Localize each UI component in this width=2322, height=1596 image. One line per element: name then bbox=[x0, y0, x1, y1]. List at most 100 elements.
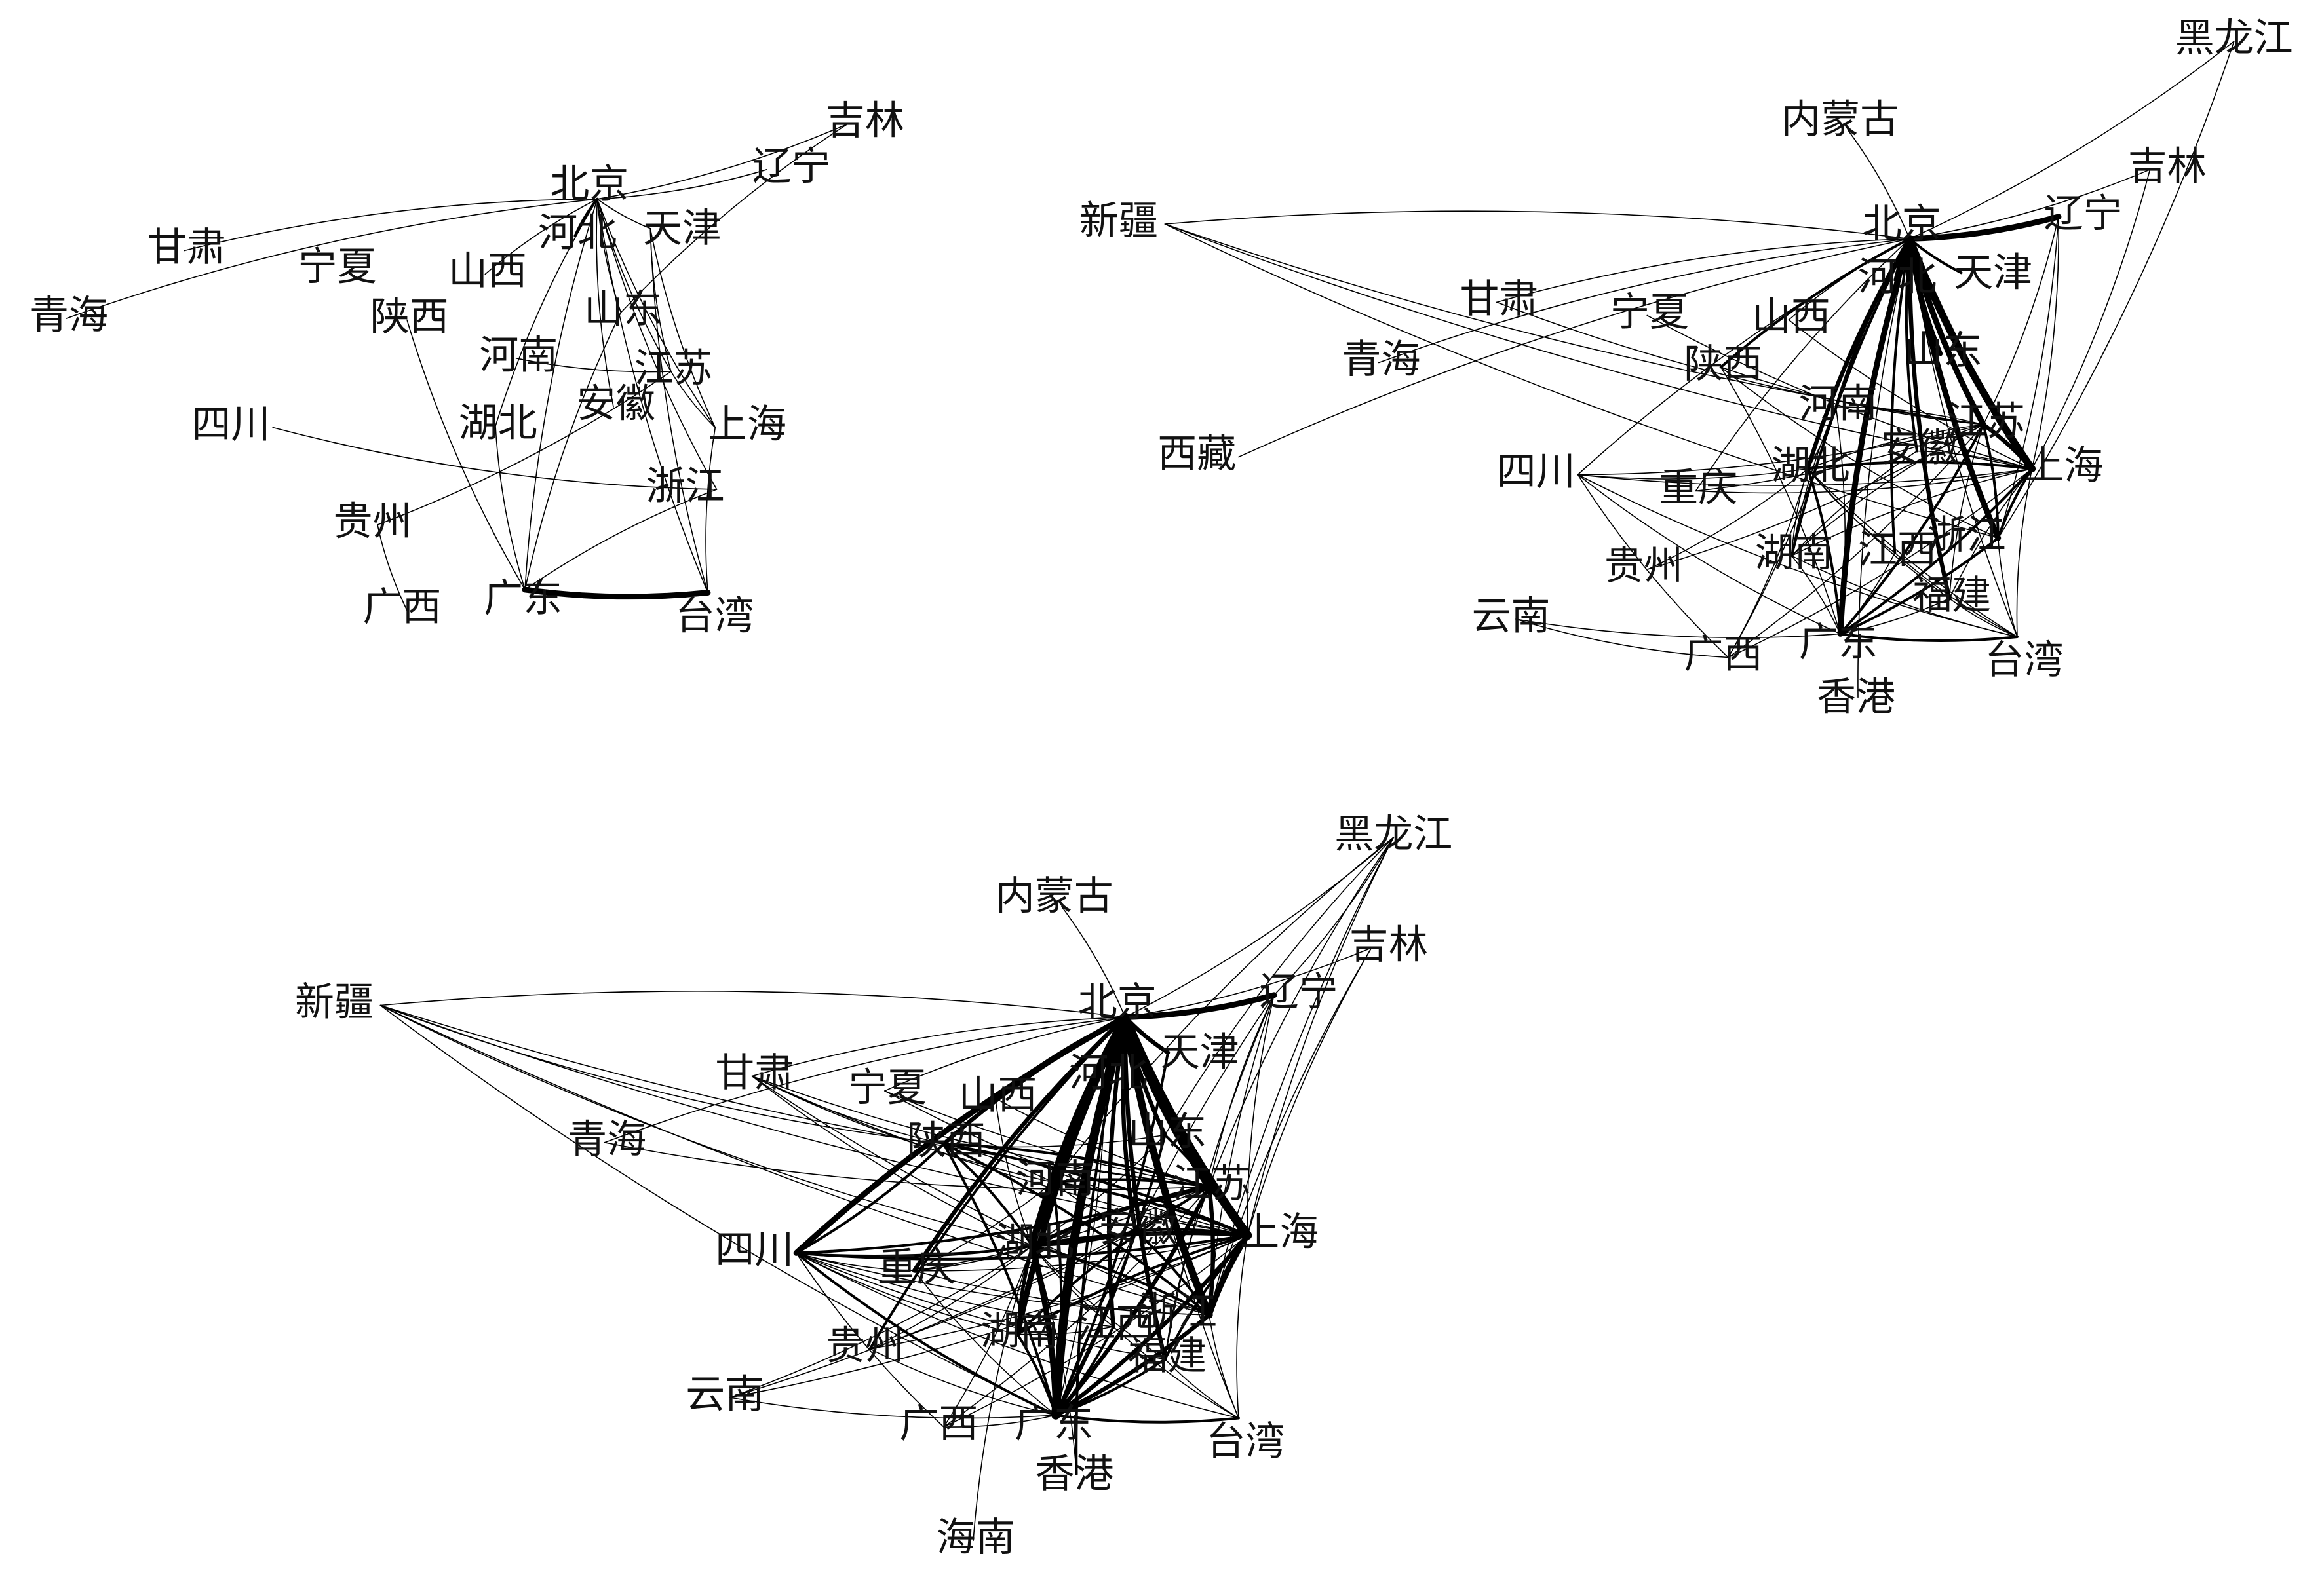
edge-云南-广东 bbox=[729, 1397, 1056, 1419]
edge-北京-宁夏 bbox=[884, 1016, 1126, 1092]
network-panel-1: 北京天津河北山西辽宁吉林山东江苏上海安徽浙江河南湖北陕西甘肃宁夏青海四川贵州广西… bbox=[29, 98, 904, 639]
edge-广西-江苏 bbox=[943, 1186, 1210, 1428]
node-label-香港: 香港 bbox=[1817, 674, 1895, 720]
edge-北京-山西 bbox=[484, 199, 598, 275]
edge-北京-辽宁 bbox=[1122, 992, 1277, 1020]
edge-福建-台湾 bbox=[1948, 598, 2018, 637]
edge-北京-贵州 bbox=[868, 1016, 1127, 1350]
edge-北京-四川 bbox=[793, 1014, 1129, 1256]
node-label-台湾: 台湾 bbox=[676, 594, 754, 639]
node-label-江苏: 江苏 bbox=[634, 346, 713, 392]
node-label-甘肃: 甘肃 bbox=[147, 225, 226, 271]
edge-广东-台湾 bbox=[1055, 1414, 1240, 1424]
node-label-湖北: 湖北 bbox=[1771, 443, 1849, 489]
edge-四川-陕西 bbox=[795, 1143, 945, 1255]
edge-贵州-江苏 bbox=[377, 371, 672, 525]
edge-上海-湖北 bbox=[1806, 461, 2034, 470]
edge-广东-浙江 bbox=[1839, 537, 2000, 636]
node-label-天津: 天津 bbox=[1161, 1030, 1239, 1076]
node-label-北京: 北京 bbox=[1863, 201, 1941, 247]
node-label-山东: 山东 bbox=[1128, 1109, 1207, 1155]
edge-北京-河南 bbox=[1834, 237, 1911, 408]
node-label-台湾: 台湾 bbox=[1207, 1419, 1285, 1465]
edge-陕西-江苏 bbox=[1720, 366, 1984, 425]
edge-北京-安徽 bbox=[1121, 1015, 1138, 1233]
edge-广东-湖南 bbox=[1791, 555, 1841, 635]
node-label-内蒙古: 内蒙古 bbox=[996, 873, 1113, 919]
edge-江苏-湖南 bbox=[1791, 424, 1984, 557]
edge-广东-江苏 bbox=[1839, 423, 1985, 636]
edge-湖北-台湾 bbox=[1807, 468, 2018, 637]
node-label-海南: 海南 bbox=[937, 1515, 1015, 1561]
edge-北京-香港 bbox=[1857, 238, 1910, 698]
node-label-四川: 四川 bbox=[1497, 449, 1576, 495]
edge-湖北-福建 bbox=[1807, 468, 1950, 599]
edge-湖北-陕西 bbox=[942, 1143, 1034, 1247]
edge-北京-甘肃 bbox=[1496, 238, 1910, 303]
node-label-宁夏: 宁夏 bbox=[298, 244, 377, 290]
edge-浙江-台湾 bbox=[1998, 537, 2018, 637]
edge-北京-吉林 bbox=[1909, 169, 2151, 240]
edge-浙江-湖北 bbox=[1031, 1244, 1210, 1316]
node-label-安徽: 安徽 bbox=[1098, 1205, 1177, 1251]
node-label-福建: 福建 bbox=[1128, 1333, 1207, 1379]
edge-湖南-江西 bbox=[1016, 1326, 1114, 1335]
edge-广东-江西 bbox=[1055, 1325, 1115, 1416]
node-label-上海: 上海 bbox=[1240, 1209, 1319, 1255]
node-label-云南: 云南 bbox=[686, 1372, 764, 1418]
edge-广西-上海 bbox=[943, 1234, 1248, 1428]
edge-北京-湖南 bbox=[1015, 1014, 1129, 1337]
edge-四川-浙江 bbox=[272, 427, 718, 490]
edge-上海-台湾 bbox=[705, 427, 716, 594]
edge-四川-广东 bbox=[795, 1251, 1057, 1416]
node-label-江西: 江西 bbox=[1077, 1301, 1155, 1347]
edge-天津-上海 bbox=[649, 228, 716, 428]
edge-广东-台湾 bbox=[522, 586, 711, 600]
edge-山东-广东 bbox=[524, 312, 622, 590]
node-label-贵州: 贵州 bbox=[826, 1323, 904, 1369]
edge-山西-湖北 bbox=[995, 1097, 1033, 1247]
node-label-四川: 四川 bbox=[715, 1227, 794, 1273]
edge-安徽-湖南 bbox=[1791, 450, 1918, 557]
edge-陕西-广东 bbox=[406, 319, 526, 590]
node-label-广东: 广东 bbox=[1015, 1401, 1093, 1447]
edge-四川-台湾 bbox=[796, 1252, 1239, 1419]
edge-新疆-江苏 bbox=[379, 1004, 1210, 1188]
label-layer: 北京天津河北山西辽宁吉林山东江苏上海安徽浙江河南湖北陕西甘肃宁夏青海四川贵州广西… bbox=[29, 98, 904, 639]
node-label-四川: 四川 bbox=[192, 402, 271, 447]
node-label-云南: 云南 bbox=[1472, 594, 1551, 639]
node-label-广东: 广东 bbox=[484, 576, 562, 622]
node-label-广东: 广东 bbox=[1799, 620, 1878, 666]
edge-layer bbox=[66, 123, 849, 611]
edge-江苏-河南 bbox=[1835, 406, 1984, 425]
edge-广东-浙江 bbox=[1053, 1312, 1212, 1418]
node-label-河南: 河南 bbox=[1016, 1156, 1094, 1202]
node-label-青海: 青海 bbox=[29, 293, 108, 339]
edge-北京-安徽 bbox=[596, 199, 614, 408]
edge-广东-天津 bbox=[1055, 1051, 1169, 1416]
edge-广西-河南 bbox=[1728, 406, 1837, 658]
edge-北京-青海 bbox=[604, 1016, 1126, 1143]
edge-北京-辽宁 bbox=[596, 169, 767, 200]
node-label-上海: 上海 bbox=[708, 402, 786, 447]
edge-北京-内蒙古 bbox=[1061, 906, 1126, 1018]
edge-北京-山东 bbox=[596, 199, 622, 313]
edge-上海-台湾 bbox=[1236, 1234, 1248, 1419]
edge-重庆-上海 bbox=[1695, 468, 2033, 494]
node-label-江西: 江西 bbox=[1858, 527, 1937, 573]
edge-广东-福建 bbox=[1840, 598, 1950, 635]
edge-上海-台湾 bbox=[2016, 468, 2033, 637]
edge-北京-西藏 bbox=[1238, 238, 1910, 458]
edge-重庆-湖北 bbox=[914, 1245, 1033, 1272]
edge-浙江-辽宁 bbox=[1998, 216, 2059, 539]
edge-江苏-辽宁 bbox=[1983, 216, 2059, 425]
edge-北京-广东 bbox=[524, 199, 598, 590]
edge-新疆-浙江 bbox=[1164, 223, 1999, 539]
edge-黑龙江-山东 bbox=[1164, 837, 1395, 1136]
edge-北京-青海 bbox=[66, 199, 598, 319]
edge-北京-上海 bbox=[596, 199, 716, 428]
edge-辽宁-黑龙江 bbox=[1273, 837, 1395, 996]
edge-甘肃-河南 bbox=[751, 1075, 1054, 1183]
node-label-江苏: 江苏 bbox=[1946, 399, 2025, 445]
